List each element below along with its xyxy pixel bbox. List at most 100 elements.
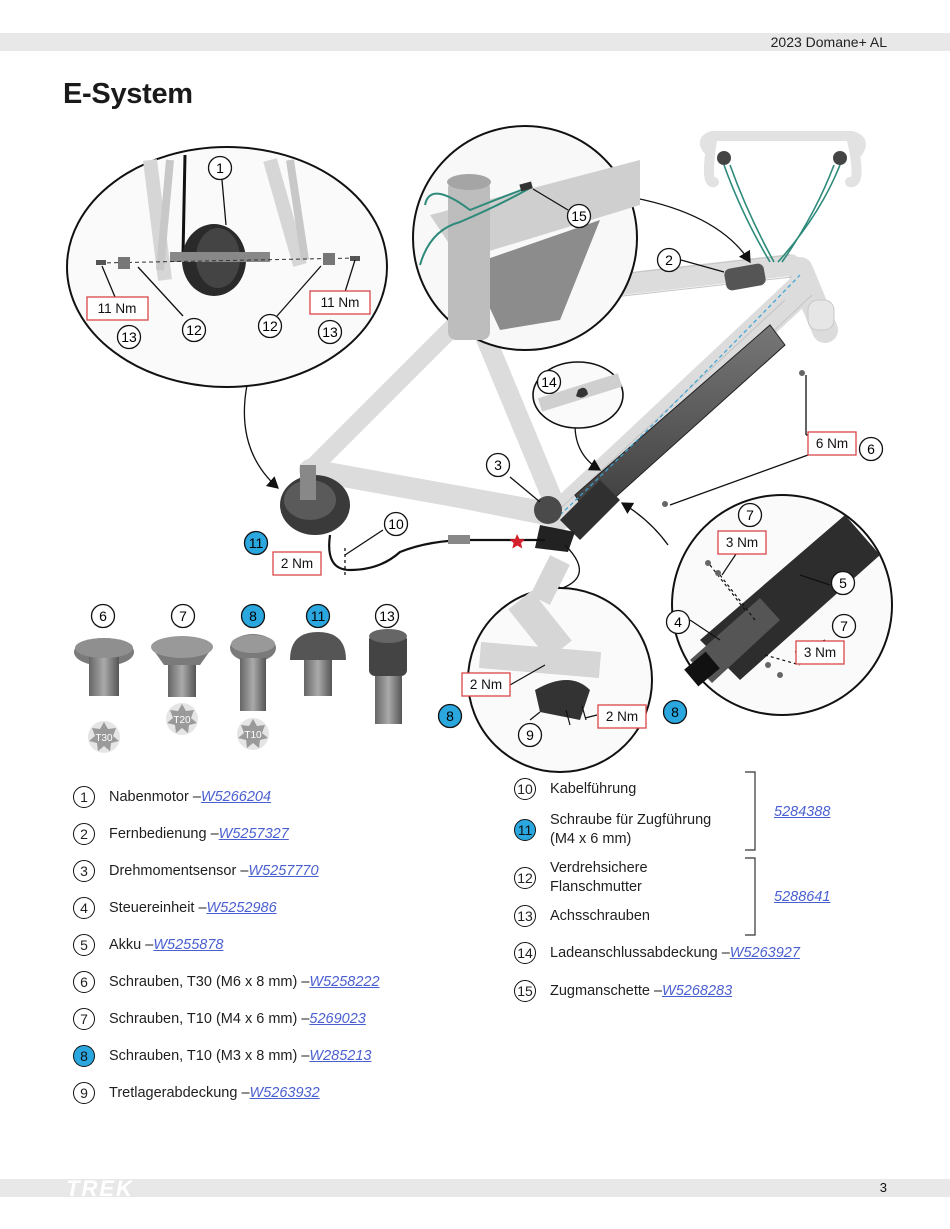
list-item: 7 Schrauben, T10 (M4 x 6 mm) – 5269023 — [73, 1008, 366, 1030]
item-number: 8 — [73, 1045, 95, 1067]
group-part-number-link[interactable]: 5284388 — [774, 804, 831, 820]
group-part-number-link[interactable]: 5288641 — [774, 889, 831, 905]
item-name: Tretlagerabdeckung – — [109, 1085, 250, 1101]
list-item: 9 Tretlagerabdeckung – W5263932 — [73, 1082, 320, 1104]
bolt-t20 — [151, 636, 213, 697]
svg-text:11: 11 — [311, 608, 326, 624]
callout-13a: 13 — [116, 324, 142, 350]
torque-box-bb-left: 2 Nm — [461, 672, 511, 697]
item-number: 9 — [73, 1082, 95, 1104]
item-name: Schrauben, T10 (M3 x 8 mm) – — [109, 1048, 310, 1064]
part-number-link[interactable]: W5257327 — [218, 826, 289, 842]
torx-badge-t10: T10 — [237, 718, 269, 750]
callout-9: 9 — [517, 722, 543, 748]
svg-text:8: 8 — [249, 608, 257, 624]
item-number: 4 — [73, 897, 95, 919]
svg-text:2 Nm: 2 Nm — [606, 709, 638, 724]
part-number-link[interactable]: W5263927 — [729, 945, 800, 961]
torx-badge-t30: T30 — [88, 721, 120, 753]
header-bar — [0, 33, 950, 51]
torque-box-axle-right: 11 Nm — [309, 290, 371, 315]
svg-text:11 Nm: 11 Nm — [98, 301, 137, 316]
right-lever — [833, 151, 847, 165]
item-number: 12 — [514, 867, 536, 889]
callout-10: 10 — [383, 511, 409, 537]
part-number-link[interactable]: W5257770 — [248, 863, 319, 879]
part-number-link[interactable]: W5252986 — [206, 900, 277, 916]
callout-4: 4 — [665, 609, 691, 635]
bolt-t30 — [74, 638, 134, 696]
part-number-link[interactable]: W5255878 — [153, 937, 224, 953]
motor-cable — [328, 534, 545, 572]
torque-box-bb-right: 2 Nm — [597, 704, 647, 729]
page-title: E-System — [63, 78, 193, 110]
item-name: Fernbedienung – — [109, 826, 219, 842]
callout-6-main: 6 — [858, 436, 884, 462]
torque-box-battery: 6 Nm — [807, 431, 857, 456]
part-number-link[interactable]: W5263932 — [249, 1085, 320, 1101]
callout-12b: 12 — [257, 313, 283, 339]
list-item: 15 Zugmanschette – W5268283 — [514, 980, 732, 1002]
callout-14: 14 — [536, 369, 562, 395]
svg-text:9: 9 — [526, 727, 534, 743]
svg-text:8: 8 — [671, 704, 679, 720]
hub-motor-small — [280, 465, 350, 535]
svg-text:5: 5 — [839, 575, 847, 591]
svg-text:14: 14 — [541, 374, 557, 390]
callout-11-bolt: 11 — [305, 603, 331, 629]
item-name: Drehmomentsensor – — [109, 863, 249, 879]
svg-text:6 Nm: 6 Nm — [816, 436, 848, 451]
svg-text:3: 3 — [494, 457, 502, 473]
group-brackets — [745, 771, 756, 936]
callout-8-right: 8 — [662, 699, 688, 725]
part-number-link[interactable]: W5268283 — [662, 983, 733, 999]
callout-8-bolt: 8 — [240, 603, 266, 629]
item-number: 13 — [514, 905, 536, 927]
svg-text:7: 7 — [840, 618, 848, 634]
cable-connector — [448, 535, 470, 544]
list-item: 10 Kabelführung — [514, 778, 636, 800]
list-item: 8 Schrauben, T10 (M3 x 8 mm) – W285213 — [73, 1045, 371, 1067]
inset-hub-motor — [66, 146, 388, 388]
callout-12a: 12 — [181, 317, 207, 343]
left-lever — [717, 151, 731, 165]
svg-text:6: 6 — [99, 608, 107, 624]
svg-text:13: 13 — [322, 324, 338, 340]
part-number-link[interactable]: W5258222 — [309, 974, 380, 990]
part-number-link[interactable]: W285213 — [309, 1048, 372, 1064]
svg-text:3 Nm: 3 Nm — [726, 535, 758, 550]
item-name: Akku – — [109, 937, 154, 953]
exploded-diagram: T30 T20 T10 11 Nm 11 Nm 6 Nm 2 Nm 3 Nm — [66, 125, 893, 773]
svg-text:8: 8 — [446, 708, 454, 724]
svg-text:11: 11 — [249, 535, 264, 551]
svg-text:15: 15 — [571, 208, 587, 224]
part-number-link[interactable]: W5266204 — [200, 789, 272, 805]
svg-text:7: 7 — [746, 507, 754, 523]
torx-label: T20 — [173, 715, 191, 726]
torx-label: T10 — [244, 730, 262, 741]
item-number: 11 — [514, 819, 536, 841]
svg-text:2 Nm: 2 Nm — [281, 556, 313, 571]
svg-text:2 Nm: 2 Nm — [470, 677, 502, 692]
item-name: Zugmanschette – — [550, 983, 663, 999]
trek-logo: TREK — [66, 1176, 134, 1201]
item-number: 7 — [73, 1008, 95, 1030]
svg-text:10: 10 — [388, 516, 404, 532]
item-name: Achsschrauben — [550, 908, 650, 924]
list-item: 13 Achsschrauben — [514, 905, 650, 927]
parts-list-right: 10 Kabelführung 11 Schraube für Zugführu… — [514, 778, 894, 1008]
battery-unit — [560, 324, 786, 540]
item-name: Schrauben, T30 (M6 x 8 mm) – — [109, 974, 310, 990]
part-number-link[interactable]: 5269023 — [309, 1011, 366, 1027]
callout-11-main: 11 — [243, 530, 269, 556]
callout-8-left: 8 — [437, 703, 463, 729]
list-item: 1 Nabenmotor – W5266204 — [73, 786, 271, 808]
svg-text:13: 13 — [379, 608, 395, 624]
item-number: 15 — [514, 980, 536, 1002]
item-number: 2 — [73, 823, 95, 845]
svg-text:12: 12 — [186, 322, 202, 338]
bolt-t10 — [230, 634, 276, 711]
item-name: Schrauben, T10 (M4 x 6 mm) – — [109, 1011, 310, 1027]
callout-2: 2 — [656, 247, 682, 273]
